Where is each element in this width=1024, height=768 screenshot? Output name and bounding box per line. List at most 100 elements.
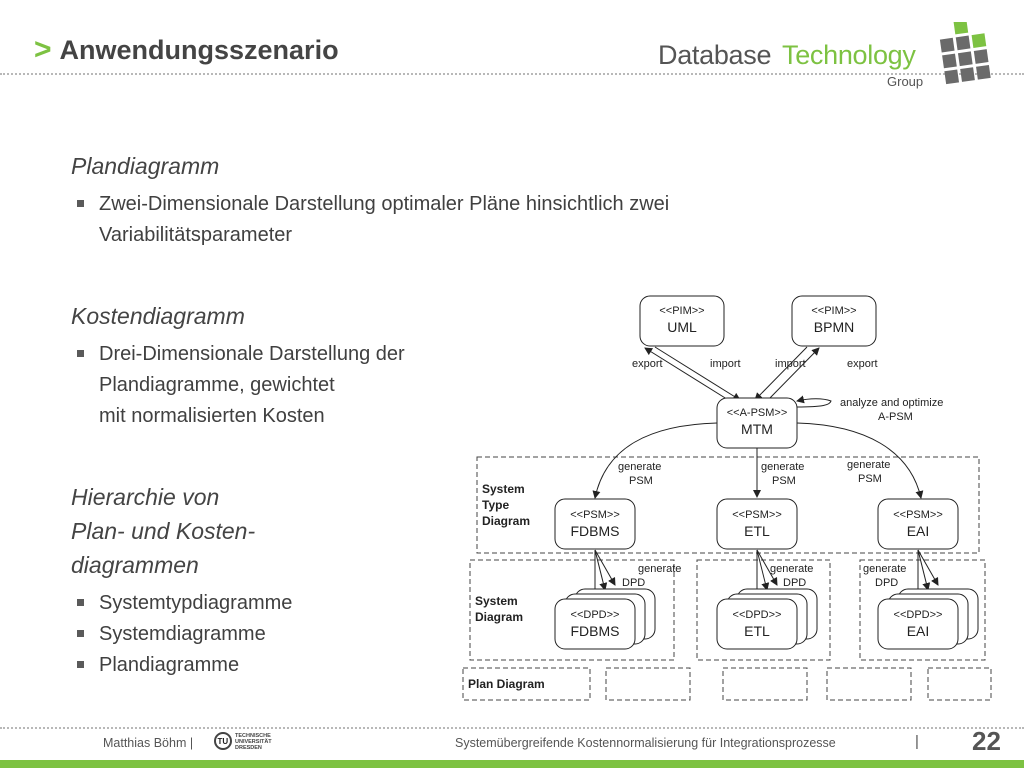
node-dpd-fdbms xyxy=(554,598,636,650)
region-label: Diagram xyxy=(482,514,530,528)
edge-label: A-PSM xyxy=(878,411,913,423)
node-psm-etl xyxy=(716,498,798,550)
arrow-generate-dpd xyxy=(594,549,616,586)
bullet-text-line: Systemtypdiagramme xyxy=(99,592,293,614)
node-name: ETL xyxy=(744,523,770,539)
edge-label: generate xyxy=(761,461,804,473)
section-heading-hierarchie: diagrammen xyxy=(71,552,199,578)
region-label: System xyxy=(475,594,518,608)
section-heading-plandiagramm: Plandiagramm xyxy=(71,153,220,179)
node-name: MTM xyxy=(741,421,773,437)
bullet-square-icon xyxy=(77,599,84,606)
edge-label: generate xyxy=(863,563,906,575)
arrow-generate-dpd xyxy=(756,549,778,586)
plan-diagram-box xyxy=(605,667,691,701)
edge-label: DPD xyxy=(783,577,806,589)
bullet-square-icon xyxy=(77,350,84,357)
bullet-text-line: Variabilitätsparameter xyxy=(99,224,293,246)
edge-label: generate xyxy=(770,563,813,575)
bullet-text-line: mit normalisierten Kosten xyxy=(99,405,325,427)
section-heading-kostendiagramm: Kostendiagramm xyxy=(71,303,245,329)
edge-label: import xyxy=(710,358,741,370)
header-divider xyxy=(0,73,1024,75)
arrow-import xyxy=(754,346,808,401)
bullet-text-line: Plandiagramme xyxy=(99,654,240,676)
region-label: Diagram xyxy=(475,610,523,624)
tud-logo-line: UNIVERSITÄT xyxy=(235,738,272,745)
tud-logo-mark: TU xyxy=(218,737,229,746)
edge-label: generate xyxy=(638,563,681,575)
region-label: Type xyxy=(482,498,509,512)
node-stereotype: <<A-PSM>> xyxy=(727,407,788,419)
node-stereotype: <<PSM>> xyxy=(732,509,782,521)
tud-logo-line: DRESDEN xyxy=(235,745,262,751)
node-psm-fdbms xyxy=(554,498,636,550)
edge-label: generate xyxy=(618,461,661,473)
node-stereotype: <<PSM>> xyxy=(893,509,943,521)
node-name: BPMN xyxy=(814,319,854,335)
section-heading-hierarchie: Plan- und Kosten- xyxy=(71,518,256,544)
edge-label: PSM xyxy=(629,475,653,487)
node-name: FDBMS xyxy=(571,523,620,539)
arrow-self-loop xyxy=(796,395,832,408)
node-mtm xyxy=(716,397,798,449)
edge-label: export xyxy=(847,358,878,370)
bullet-text-line: Drei-Dimensionale Darstellung der xyxy=(99,343,405,365)
bullet-square-icon xyxy=(77,630,84,637)
arrow-generate-psm xyxy=(592,422,718,499)
node-bpmn xyxy=(791,295,877,347)
bullet-square-icon xyxy=(77,661,84,668)
bullet-square-icon xyxy=(77,200,84,207)
slide-title-text: Anwendungsszenario xyxy=(59,34,339,65)
footer-divider xyxy=(0,727,1024,729)
node-uml xyxy=(639,295,725,347)
edge-label: import xyxy=(775,358,806,370)
node-stereotype: <<PIM>> xyxy=(811,305,856,317)
footer-author: Matthias Böhm | xyxy=(103,736,194,750)
region-label: Plan Diagram xyxy=(468,677,545,691)
logo-text-group: Group xyxy=(887,74,924,89)
plan-diagram-box xyxy=(722,667,808,701)
section-heading-hierarchie: Hierarchie von xyxy=(71,484,220,510)
node-stereotype: <<DPD>> xyxy=(894,609,943,621)
node-name: UML xyxy=(667,319,697,335)
logo-text-technology: Technology xyxy=(782,40,916,70)
arrow-export xyxy=(766,347,820,402)
node-stereotype: <<DPD>> xyxy=(571,609,620,621)
edge-label: analyze and optimize xyxy=(840,397,943,409)
dbtg-logo-icon xyxy=(939,22,991,85)
arrow-generate-dpd xyxy=(917,549,931,591)
edge-label: PSM xyxy=(772,475,796,487)
edge-label: DPD xyxy=(622,577,645,589)
arrow-generate-dpd xyxy=(917,549,939,586)
bullet-text-line: Systemdiagramme xyxy=(99,623,266,645)
tu-dresden-logo-icon: TU TECHNISCHE UNIVERSITÄT DRESDEN xyxy=(214,732,272,751)
node-stereotype: <<DPD>> xyxy=(733,609,782,621)
edge-label: export xyxy=(632,358,663,370)
slide-title: > Anwendungsszenario xyxy=(34,30,339,70)
node-dpd-eai xyxy=(877,598,959,650)
node-name: EAI xyxy=(907,523,930,539)
footer-caption: Systemübergreifende Kostennormalisierung… xyxy=(455,736,836,750)
node-name: EAI xyxy=(907,623,930,639)
edge-label: generate xyxy=(847,459,890,471)
bullet-text-line: Zwei-Dimensionale Darstellung optimaler … xyxy=(99,193,670,215)
title-chevron-icon: > xyxy=(34,33,52,66)
node-stereotype: <<PIM>> xyxy=(659,305,704,317)
node-name: FDBMS xyxy=(571,623,620,639)
plan-diagram-box xyxy=(927,667,992,701)
plan-diagram-box xyxy=(826,667,912,701)
arrow-import xyxy=(654,346,741,401)
edge-label: PSM xyxy=(858,473,882,485)
region-system-etl xyxy=(696,559,831,661)
edge-label: DPD xyxy=(875,577,898,589)
region-system-eai xyxy=(859,559,986,661)
hierarchy-diagram: System Type Diagram System Diagram Plan … xyxy=(462,295,992,701)
arrow-generate-psm xyxy=(796,422,924,499)
arrow-generate-dpd xyxy=(594,549,608,591)
bullet-text-line: Plandiagramme, gewichtet xyxy=(99,374,335,396)
arrow-export xyxy=(644,347,731,402)
node-psm-eai xyxy=(877,498,959,550)
node-name: ETL xyxy=(744,623,770,639)
footer-accent-bar xyxy=(0,760,1024,768)
